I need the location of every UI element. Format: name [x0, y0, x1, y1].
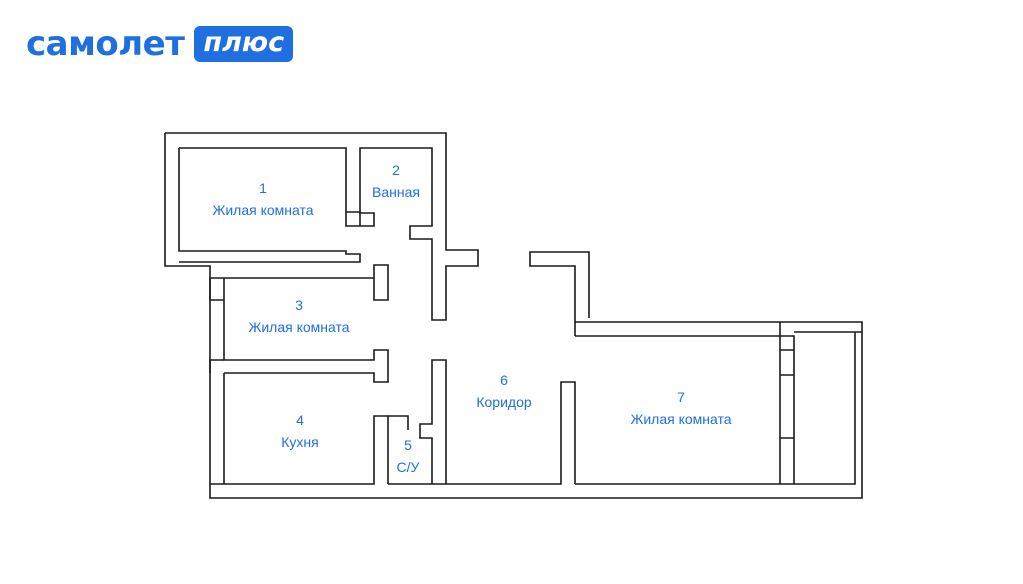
wall-corridor — [446, 381, 576, 485]
room-1-name: Жилая комната — [212, 202, 314, 218]
room-1-number: 1 — [259, 180, 267, 196]
room-6-label: 6 Коридор — [476, 369, 531, 413]
outer-wall — [165, 132, 479, 321]
outer-wall-left — [164, 133, 863, 499]
room-5-name: С/У — [396, 459, 420, 475]
wall-room-1 — [178, 147, 361, 263]
room-2-name: Ванная — [372, 184, 420, 200]
room-4-number: 4 — [296, 412, 304, 428]
room-6-name: Коридор — [476, 394, 532, 410]
brand-name: самолет — [26, 24, 185, 64]
room-7-name: Жилая комната — [630, 411, 732, 427]
room-1-label: 1 Жилая комната — [212, 177, 313, 221]
room-3-label: 3 Жилая комната — [248, 294, 349, 338]
room-7-number: 7 — [677, 389, 685, 405]
wall-room-7 — [574, 322, 795, 485]
room-5-number: 5 — [404, 437, 412, 453]
room-7-label: 7 Жилая комната — [630, 386, 731, 430]
wall-room-5 — [388, 359, 447, 485]
room-4-label: 4 Кухня — [281, 409, 318, 453]
wall-room-3 — [223, 264, 389, 383]
room-6-number: 6 — [500, 372, 508, 388]
room-2-label: 2 Ванная — [372, 159, 420, 203]
room-3-number: 3 — [295, 297, 303, 313]
room-3-name: Жилая комната — [248, 319, 350, 335]
brand-logo: самолет плюс — [26, 24, 294, 64]
room-4-name: Кухня — [281, 434, 319, 450]
brand-badge: плюс — [194, 26, 294, 62]
room-5-label: 5 С/У — [397, 434, 420, 478]
room-2-number: 2 — [392, 162, 400, 178]
wall-room-4 — [210, 373, 389, 485]
wall-balcony — [779, 322, 862, 485]
